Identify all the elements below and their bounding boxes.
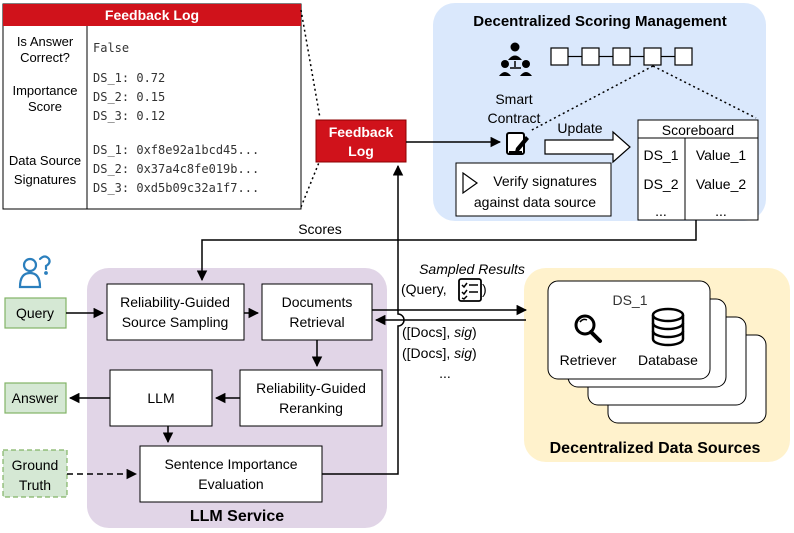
database-icon (651, 307, 685, 347)
data-source-stack (547, 280, 767, 424)
query-box: Query (4, 297, 67, 329)
verify-line-2: against data source (474, 194, 596, 210)
docs-ellipsis: ... (439, 365, 451, 381)
row-signatures-value-2: DS_2: 0x37a4c8fe019b... (93, 162, 259, 176)
source-sampling-line-1: Reliability-Guided (120, 294, 230, 310)
data-source-card (547, 280, 711, 380)
row-signatures-label-1: Data Source (9, 153, 81, 168)
scoreboard-row3-value: ... (715, 203, 727, 219)
docs-tuple-1-close: ) (472, 324, 477, 340)
row-correct-label-2: Correct? (20, 50, 70, 65)
update-label: Update (557, 120, 602, 136)
reranking-line-1: Reliability-Guided (256, 380, 366, 396)
query-label: Query (16, 305, 54, 321)
sampled-results-label: Sampled Results (419, 261, 525, 277)
row-signatures-value-3: DS_3: 0xd5b09c32a1f7... (93, 181, 259, 195)
user-question-icon (18, 255, 51, 289)
feedback-table-title: Feedback Log (105, 7, 199, 23)
source-sampling-box: Reliability-Guided Source Sampling (106, 283, 245, 341)
arrow-importance-to-feedback (322, 164, 405, 475)
docs-tuple-2-prefix: ([Docs], (402, 345, 454, 361)
contract-document-icon (506, 132, 529, 155)
row-correct-label-1: Is Answer (17, 34, 74, 49)
blockchain-icon (550, 47, 693, 66)
llm-box: LLM (109, 369, 213, 427)
docs-tuple-1-prefix: ([Docs], (402, 324, 454, 340)
verify-box: Verify signatures against data source (455, 162, 612, 217)
documents-retrieval-line-1: Documents (282, 294, 353, 310)
row-importance-label-1: Importance (12, 83, 77, 98)
reranking-line-2: Reranking (279, 400, 343, 416)
feedback-log-line-1: Feedback (329, 124, 394, 140)
ground-truth-line-1: Ground (12, 457, 59, 473)
arrow-scores (196, 220, 697, 282)
scoreboard-row2-value: Value_2 (696, 176, 747, 192)
scoreboard-row1-ds: DS_1 (643, 147, 678, 163)
people-network-icon (499, 42, 532, 76)
docs-tuple-2-close: ) (472, 345, 477, 361)
documents-retrieval-box: Documents Retrieval (261, 283, 373, 341)
feedback-table-header (3, 4, 301, 26)
verify-line-1: Verify signatures (493, 173, 597, 189)
scoreboard-row1-value: Value_1 (696, 147, 747, 163)
connectors (66, 136, 697, 480)
blockchain-link-contract (529, 65, 654, 132)
feedback-log-line-2: Log (348, 143, 374, 159)
row-importance-value-3: DS_3: 0.12 (93, 109, 165, 123)
feedback-log-box: Feedback Log (315, 119, 407, 163)
scoring-title: Decentralized Scoring Management (473, 13, 726, 30)
answer-label: Answer (12, 390, 59, 406)
scoreboard-row3-ds: ... (655, 203, 667, 219)
reranking-box: Reliability-Guided Reranking (239, 369, 383, 427)
importance-line-2: Evaluation (198, 476, 263, 492)
smart-contract-label-2: Contract (488, 110, 541, 126)
row-correct-value: False (93, 41, 129, 55)
retriever-label: Retriever (560, 352, 617, 368)
documents-retrieval-line-2: Retrieval (289, 314, 344, 330)
callout-line-top (300, 9, 321, 119)
docs-tuple-2-sig: sig (454, 345, 472, 361)
data-sources-title: Decentralized Data Sources (550, 440, 761, 457)
source-sampling-line-2: Source Sampling (122, 314, 229, 330)
query-tuple-close: ) (482, 281, 487, 297)
scoreboard-title: Scoreboard (662, 122, 734, 138)
blockchain-link-scoreboard (652, 65, 757, 119)
llm-service-title: LLM Service (190, 508, 284, 525)
docs-tuple-2: ([Docs], sig) (402, 345, 477, 361)
play-icon (462, 171, 479, 195)
row-signatures-value-1: DS_1: 0xf8e92a1bcd45... (93, 143, 259, 157)
row-importance-value-1: DS_1: 0.72 (93, 71, 165, 85)
checklist-icon (458, 278, 482, 302)
answer-box: Answer (4, 382, 67, 414)
docs-tuple-1-sig: sig (454, 324, 472, 340)
feedback-table: Feedback Log Is Answer Correct? False Im… (2, 3, 302, 210)
magnifier-icon (574, 314, 602, 343)
llm-label: LLM (147, 390, 174, 406)
scoreboard: Scoreboard DS_1 Value_1 DS_2 Value_2 ...… (637, 119, 759, 221)
smart-contract-label-1: Smart (495, 91, 532, 107)
ground-truth-box: Ground Truth (2, 449, 68, 498)
update-arrow (544, 130, 631, 164)
importance-line-1: Sentence Importance (164, 456, 297, 472)
row-importance-label-2: Score (28, 99, 62, 114)
data-source-label: DS_1 (612, 292, 647, 308)
callout-line-bottom (300, 159, 321, 208)
docs-tuple-1: ([Docs], sig) (402, 324, 477, 340)
query-tuple-prefix: (Query, (401, 281, 447, 297)
row-importance-value-2: DS_2: 0.15 (93, 90, 165, 104)
row-signatures-label-2: Signatures (14, 172, 77, 187)
importance-evaluation-box: Sentence Importance Evaluation (139, 445, 323, 503)
scores-label: Scores (298, 221, 342, 237)
ground-truth-line-2: Truth (19, 477, 51, 493)
scoreboard-row2-ds: DS_2 (643, 176, 678, 192)
database-label: Database (638, 352, 698, 368)
